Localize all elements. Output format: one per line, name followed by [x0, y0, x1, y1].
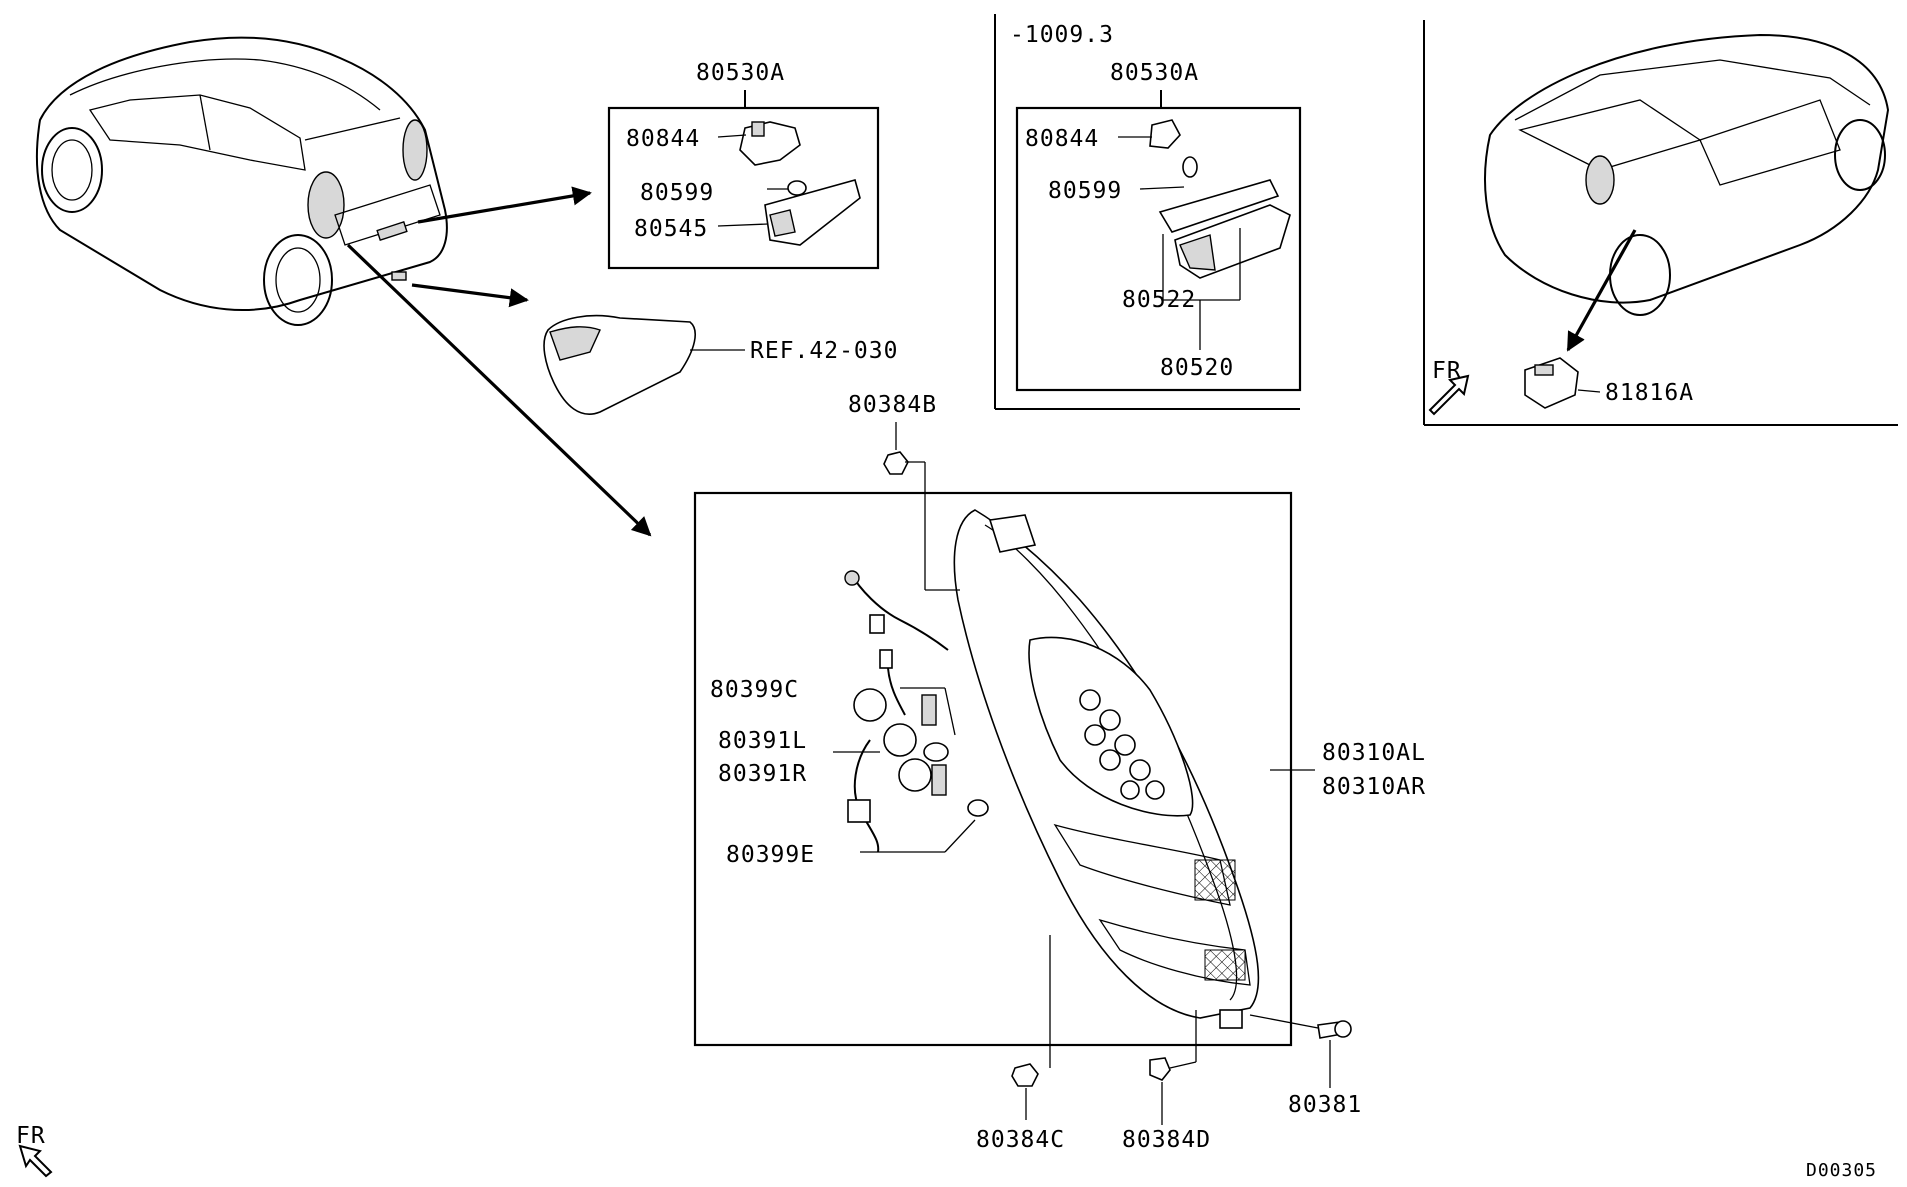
label-80545-left: 80545	[634, 216, 708, 242]
label-80599-mid: 80599	[1048, 178, 1122, 204]
label-80844-mid: 80844	[1025, 126, 1099, 152]
fasteners-and-leaders	[883, 422, 1352, 1125]
reflector-illustration	[543, 314, 745, 415]
part-labels: 80530A 80844 80599 80545 REF.42-030 -100…	[16, 22, 1877, 1181]
inset-frame-top-middle	[994, 14, 1302, 410]
label-period-1009-3: -1009.3	[1010, 22, 1114, 48]
inset-frame-top-right	[1423, 20, 1898, 426]
label-80522-mid: 80522	[1122, 287, 1196, 313]
label-80310ar: 80310AR	[1322, 774, 1426, 800]
license-lamp-box-left	[607, 90, 880, 270]
label-80391r: 80391R	[718, 761, 807, 787]
label-80384c: 80384C	[976, 1127, 1065, 1153]
label-81816a: 81816A	[1605, 380, 1694, 406]
label-fr-right: FR	[1432, 358, 1462, 384]
drawing-code: D00305	[1806, 1160, 1877, 1181]
leader-arrows-vehicle	[346, 186, 652, 537]
vehicle-rear-left-illustration	[35, 36, 448, 326]
front-direction-indicator	[18, 1144, 53, 1178]
label-80844-left: 80844	[626, 126, 700, 152]
label-80530a-mid: 80530A	[1110, 60, 1199, 86]
label-80520-mid: 80520	[1160, 355, 1234, 381]
label-80381: 80381	[1288, 1092, 1362, 1118]
label-80384d: 80384D	[1122, 1127, 1211, 1153]
label-80599-left: 80599	[640, 180, 714, 206]
lamp-led-array	[1079, 689, 1165, 800]
label-80399c: 80399C	[710, 677, 799, 703]
label-80310al: 80310AL	[1322, 740, 1426, 766]
tail-lamp-box	[693, 491, 1315, 1047]
label-ref-42-030: REF.42-030	[750, 338, 898, 364]
label-80391l: 80391L	[718, 728, 807, 754]
label-80399e: 80399E	[726, 842, 815, 868]
label-80384b: 80384B	[848, 392, 937, 418]
label-80530a-left: 80530A	[696, 60, 785, 86]
label-fr-bottom-left: FR	[16, 1123, 46, 1149]
